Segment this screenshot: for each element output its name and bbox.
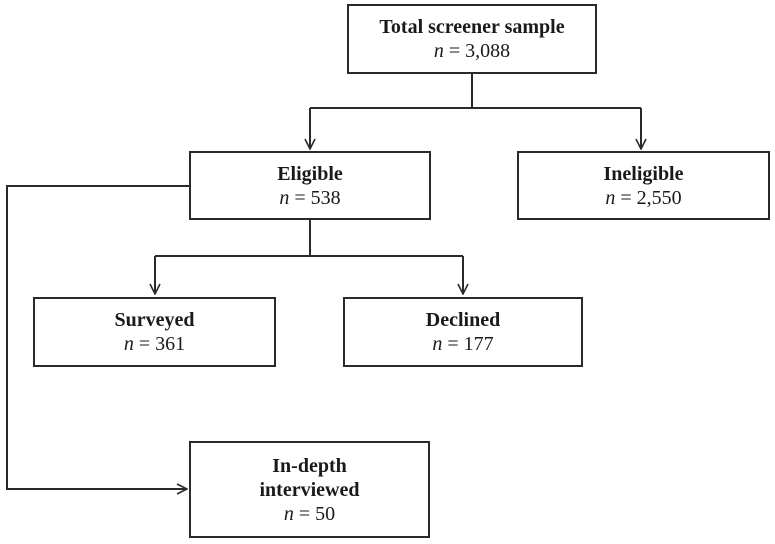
node-count: n = 538	[279, 186, 341, 209]
node-in-depth-interviewed: In-depth interviewed n = 50	[189, 441, 430, 538]
node-title: Eligible	[277, 162, 343, 185]
node-count: n = 361	[123, 333, 186, 355]
node-count: n = 50	[283, 502, 336, 525]
node-title: Total screener sample	[379, 16, 565, 38]
node-title: Declined	[425, 309, 501, 331]
node-count: n = 177	[432, 333, 494, 355]
node-title-line-2: interviewed	[259, 478, 360, 501]
arrow-to-interviewed	[6, 185, 189, 489]
node-title: Ineligible	[603, 162, 684, 185]
node-total-screener-sample: Total screener sample n = 3,088	[347, 4, 597, 74]
node-title: Surveyed	[114, 309, 195, 331]
node-eligible: Eligible n = 538	[189, 151, 431, 220]
node-ineligible: Ineligible n = 2,550	[517, 151, 770, 220]
node-count: n = 2,550	[605, 186, 682, 209]
node-count: n = 3,088	[433, 40, 511, 62]
node-surveyed: Surveyed n = 361	[33, 297, 276, 367]
node-declined: Declined n = 177	[343, 297, 583, 367]
node-title-line-1: In-depth	[272, 454, 347, 477]
